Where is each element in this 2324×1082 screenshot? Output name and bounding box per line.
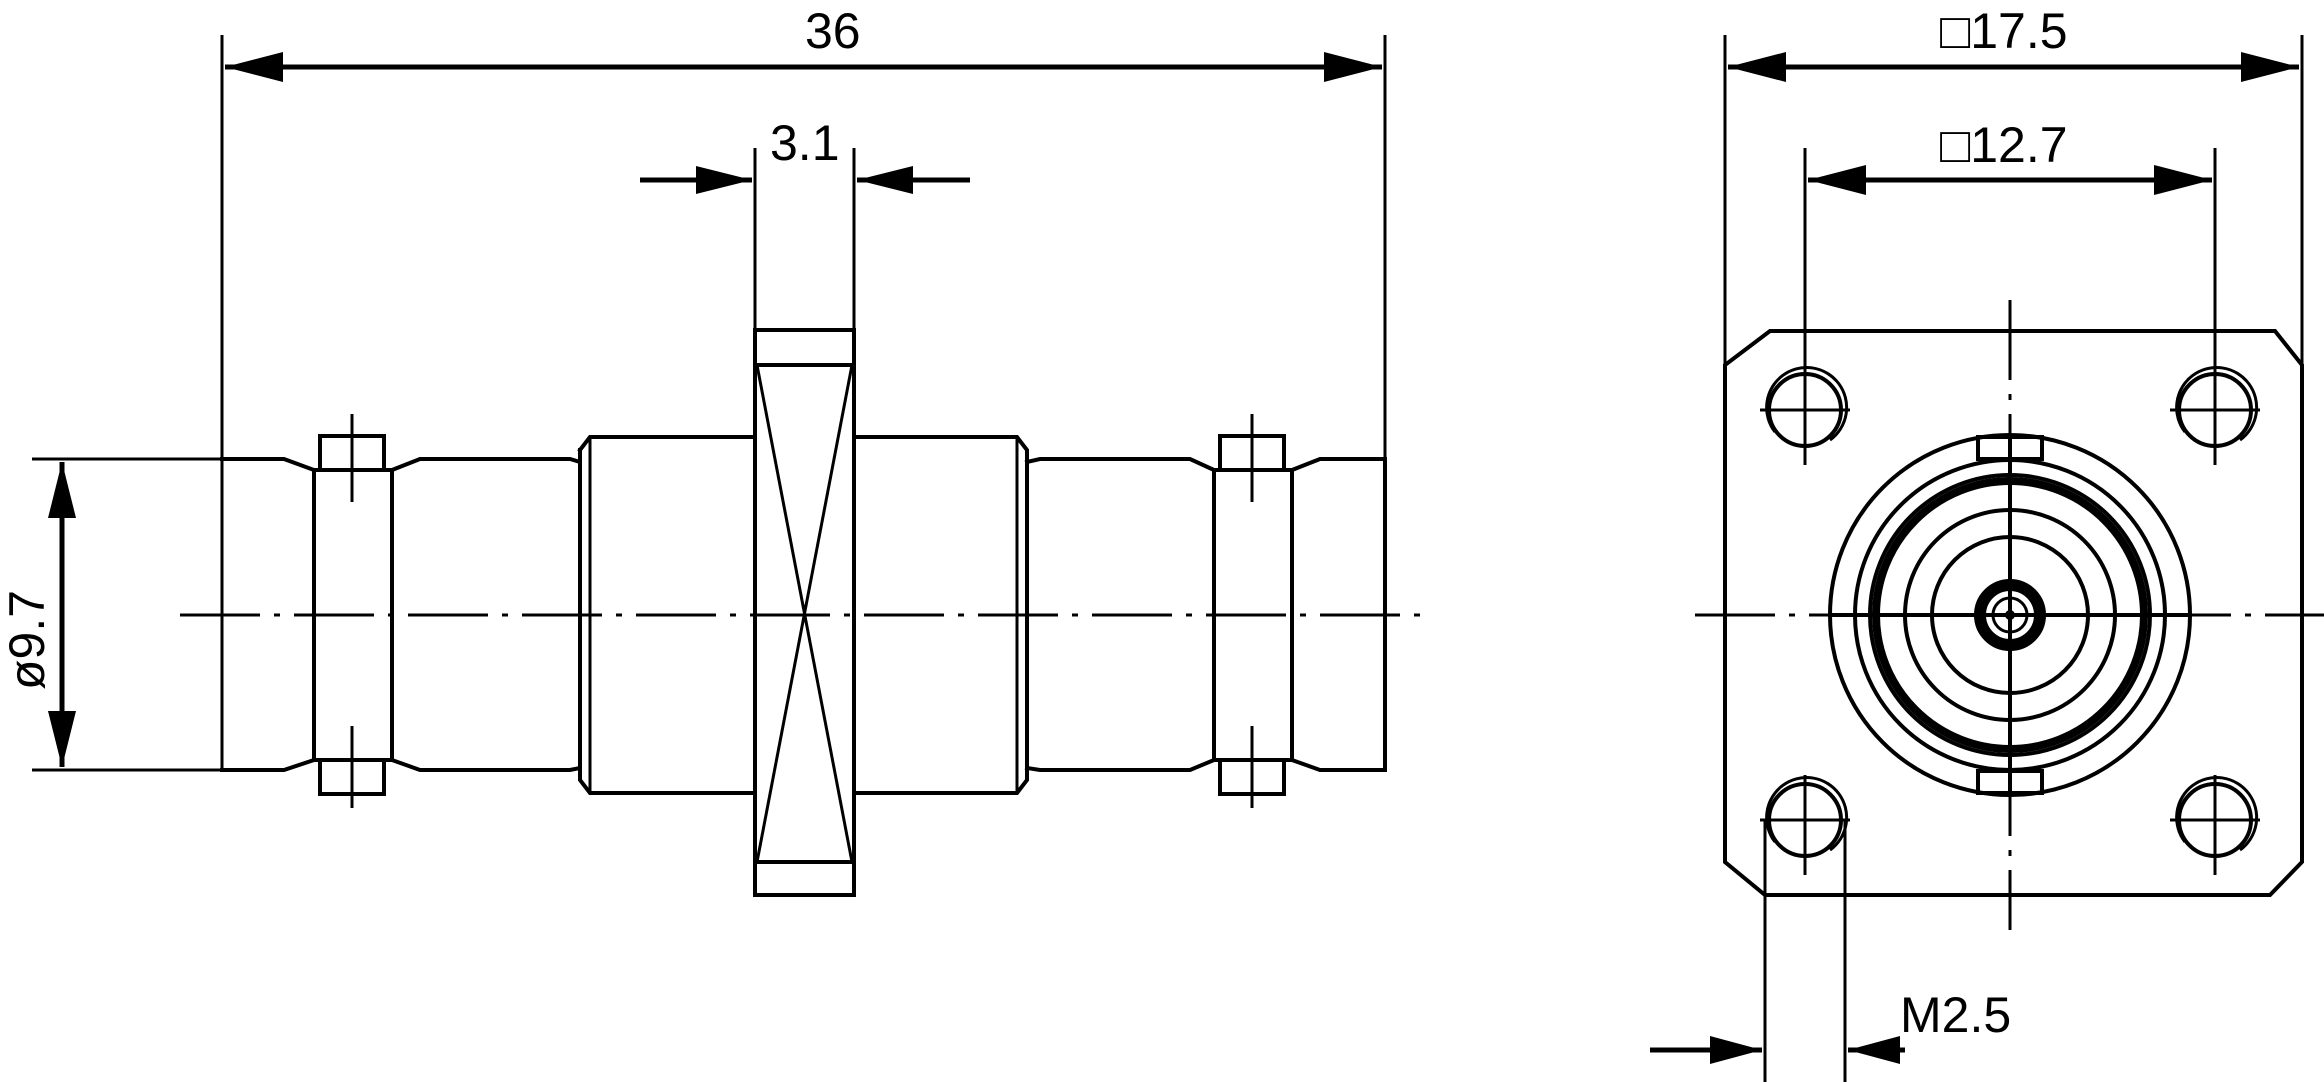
right-shoulder: [852, 435, 1029, 795]
dimension-mounting-thread: M2.5: [1650, 820, 2011, 1082]
dimension-flange-square: □17.5: [1723, 3, 2304, 365]
dimension-label-flange-thickness: 3.1: [770, 115, 840, 171]
mounting-hole-top-right: [2170, 365, 2260, 465]
dimension-body-diameter: ø9.7: [0, 457, 222, 772]
dimension-label-flange-square: □17.5: [1940, 3, 2068, 59]
side-view: 36 3.1 ø9.7: [0, 3, 1420, 897]
front-view: □17.5 □12.7: [1650, 3, 2324, 1082]
mounting-hole-bottom-right: [2170, 775, 2260, 875]
flange-nut: [753, 328, 856, 897]
left-end-body: [220, 457, 316, 772]
left-bayonet-stud-bottom: [318, 726, 386, 808]
dimension-flange-thickness: 3.1: [640, 115, 970, 330]
right-bayonet-stud-top: [1218, 414, 1286, 502]
connector-face: [1828, 433, 2192, 797]
dimension-label-body-diameter: ø9.7: [0, 590, 55, 690]
right-shank: [1024, 457, 1217, 772]
right-end-body: [1289, 457, 1387, 772]
mounting-hole-bottom-left: [1760, 775, 1850, 875]
dimension-hole-spacing: □12.7: [1803, 117, 2217, 440]
left-bayonet-stud-top: [318, 414, 386, 502]
mounting-hole-top-left: [1760, 365, 1850, 465]
right-bayonet-stud-bottom: [1218, 726, 1286, 808]
dimension-overall-length: 36: [220, 3, 1387, 770]
dimension-label-hole-spacing: □12.7: [1940, 117, 2068, 173]
dimension-label-overall-length: 36: [805, 3, 861, 59]
square-flange-outline: [1723, 329, 2304, 897]
dimension-label-mounting-thread: M2.5: [1900, 987, 2011, 1043]
